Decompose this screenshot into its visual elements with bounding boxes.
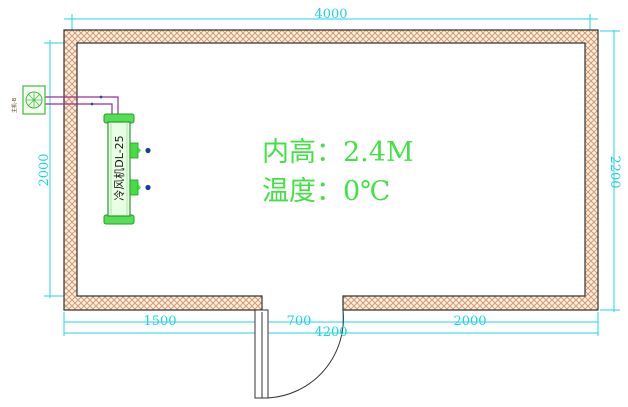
fan-icon [129, 179, 151, 196]
dimension-bottom-right: 2000 [453, 314, 486, 329]
dimension-right-height: 2200 [607, 155, 622, 188]
dimension-door-width: 700 [287, 314, 312, 329]
door-swing [254, 309, 344, 399]
dimension-bottom-left: 1500 [143, 314, 176, 329]
dimension-left-height: 2000 [37, 153, 52, 186]
refrigerant-pipes [45, 95, 119, 116]
room-height-label: 内高：2.4M [262, 137, 414, 168]
evaporator-label: 冷风机DL-25 [112, 135, 126, 200]
condensing-unit-label: 主机-B [11, 97, 18, 113]
room-walls [63, 29, 599, 311]
dimension-bottom-total: 4200 [314, 325, 347, 340]
evaporator-unit: 冷风机DL-25 [103, 113, 151, 225]
dimension-top-width: 4000 [314, 7, 347, 22]
condensing-unit: 主机-B [11, 85, 46, 115]
fan-icon [129, 142, 151, 159]
room-temperature-label: 温度：0℃ [262, 176, 390, 207]
